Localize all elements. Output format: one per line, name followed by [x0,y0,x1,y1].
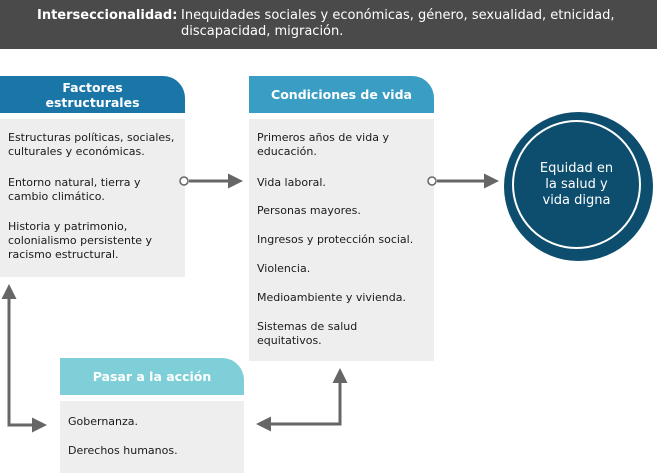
condiciones-title: Condiciones de vida [271,87,412,102]
accion-header: Pasar a la acción [60,358,244,395]
condiciones-item-4: Ingresos y protección social. [257,233,414,246]
condiciones-item-2: Vida laboral. [257,176,326,189]
condiciones-item-3: Personas mayores. [257,204,361,217]
factores-item-1: Estructuras políticas, sociales, cultura… [8,131,175,158]
factores-box: Estructuras políticas, sociales, cultura… [0,119,185,277]
condiciones-item-5: Violencia. [257,262,311,275]
condiciones-item-6: Medioambiente y vivienda. [257,291,406,304]
equidad-label-wrap: Equidad en la salud y vida digna [512,120,641,249]
equidad-label: Equidad en la salud y vida digna [539,160,614,208]
arrow-factores-accion [1,284,47,433]
condiciones-header: Condiciones de vida [249,76,434,113]
condiciones-item-1: Primeros años de vida y educación. [257,131,389,158]
condiciones-item-7: Sistemas de salud equitativos. [257,320,358,347]
intersectionality-banner: Interseccionalidad: Inequidades sociales… [0,0,657,49]
accion-title: Pasar a la acción [92,369,212,384]
condiciones-box: Primeros años de vida y educación. Vida … [249,119,434,361]
accion-box: Gobernanza. Derechos humanos. [60,401,244,473]
accion-item-1: Gobernanza. [68,415,139,428]
connector-dot-1 [179,176,189,186]
equidad-circle-ring [512,120,641,249]
banner-text: Inequidades sociales y económicas, géner… [181,8,615,39]
accion-item-2: Derechos humanos. [68,444,178,457]
arrow-accion-condiciones [256,368,348,432]
banner-label: Interseccionalidad: [37,8,178,23]
factores-title: Factores estructurales [45,79,140,110]
factores-header: Factores estructurales [0,76,185,113]
factores-item-2: Entorno natural, tierra y cambio climáti… [8,176,141,203]
factores-item-3: Historia y patrimonio, colonialismo pers… [8,220,153,261]
connector-dot-2 [427,176,437,186]
